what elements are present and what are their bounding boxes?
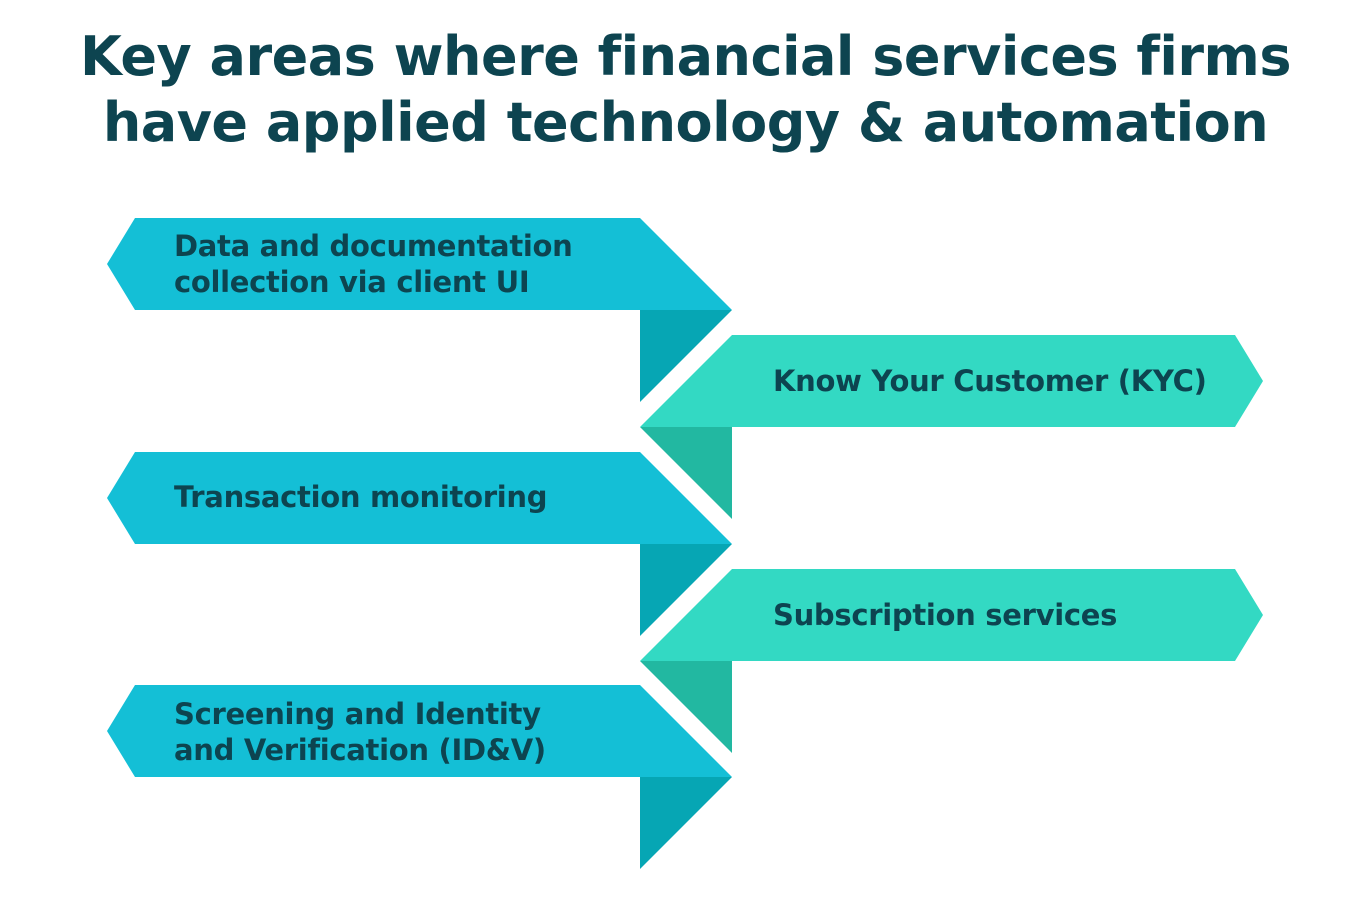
left-fold-shape-1 [640, 310, 732, 402]
left-arrow-shape-1 [107, 218, 732, 310]
left-fold-shape-3 [640, 544, 732, 636]
item-4-line-1: Subscription services [773, 598, 1118, 632]
title-line-2: have applied technology & automation [102, 91, 1269, 154]
item-1-line-1: Data and documentation [174, 229, 573, 263]
item-3-line-1: Transaction monitoring [174, 480, 548, 514]
right-fold-shape-2 [640, 427, 732, 519]
item-5-line-2: and Verification (ID&V) [174, 733, 546, 767]
item-label-transaction-monitoring: Transaction monitoring [174, 479, 547, 515]
left-arrow-shape-3 [107, 452, 732, 544]
item-label-screening-idv: Screening and Identity and Verification … [174, 696, 546, 768]
right-arrow-shape-2 [640, 335, 1263, 427]
item-2-line-1: Know Your Customer (KYC) [773, 364, 1207, 398]
item-5-line-1: Screening and Identity [174, 697, 541, 731]
item-label-subscription-services: Subscription services [773, 597, 1117, 633]
right-arrow-shape-4 [640, 569, 1263, 661]
title-line-1: Key areas where financial services firms [80, 25, 1291, 88]
item-1-line-2: collection via client UI [174, 265, 530, 299]
left-fold-shape-5 [640, 777, 732, 869]
diagram-title: Key areas where financial services firms… [0, 24, 1371, 156]
left-arrow-shape-5 [107, 685, 732, 777]
right-fold-shape-4 [640, 661, 732, 753]
item-label-kyc: Know Your Customer (KYC) [773, 363, 1207, 399]
item-label-data-collection: Data and documentation collection via cl… [174, 228, 573, 300]
